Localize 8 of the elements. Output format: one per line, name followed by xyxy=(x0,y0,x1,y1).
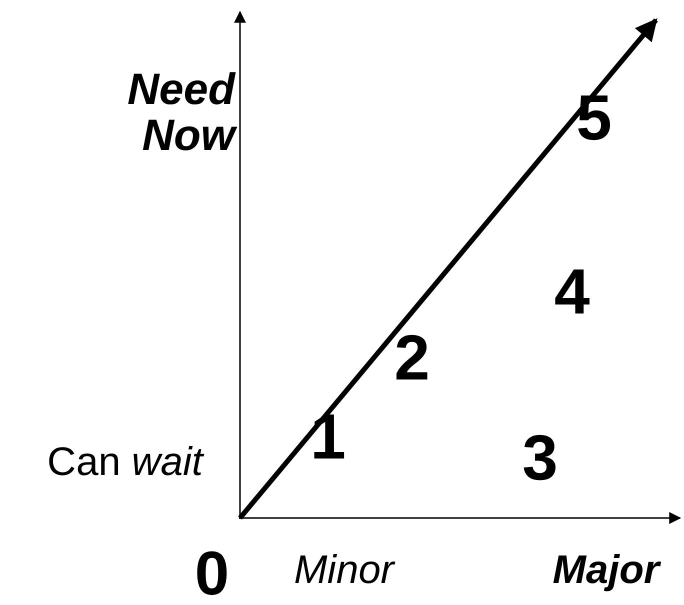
axis-label: Minor xyxy=(294,549,394,591)
origin-label: 0 xyxy=(194,541,230,605)
point-number: 3 xyxy=(522,424,558,492)
axis-label: Need Now xyxy=(85,66,235,160)
axis-label: Can wait xyxy=(47,441,203,483)
point-number: 2 xyxy=(394,324,430,392)
point-number: 4 xyxy=(554,258,590,326)
axis-label: Major xyxy=(552,549,660,591)
